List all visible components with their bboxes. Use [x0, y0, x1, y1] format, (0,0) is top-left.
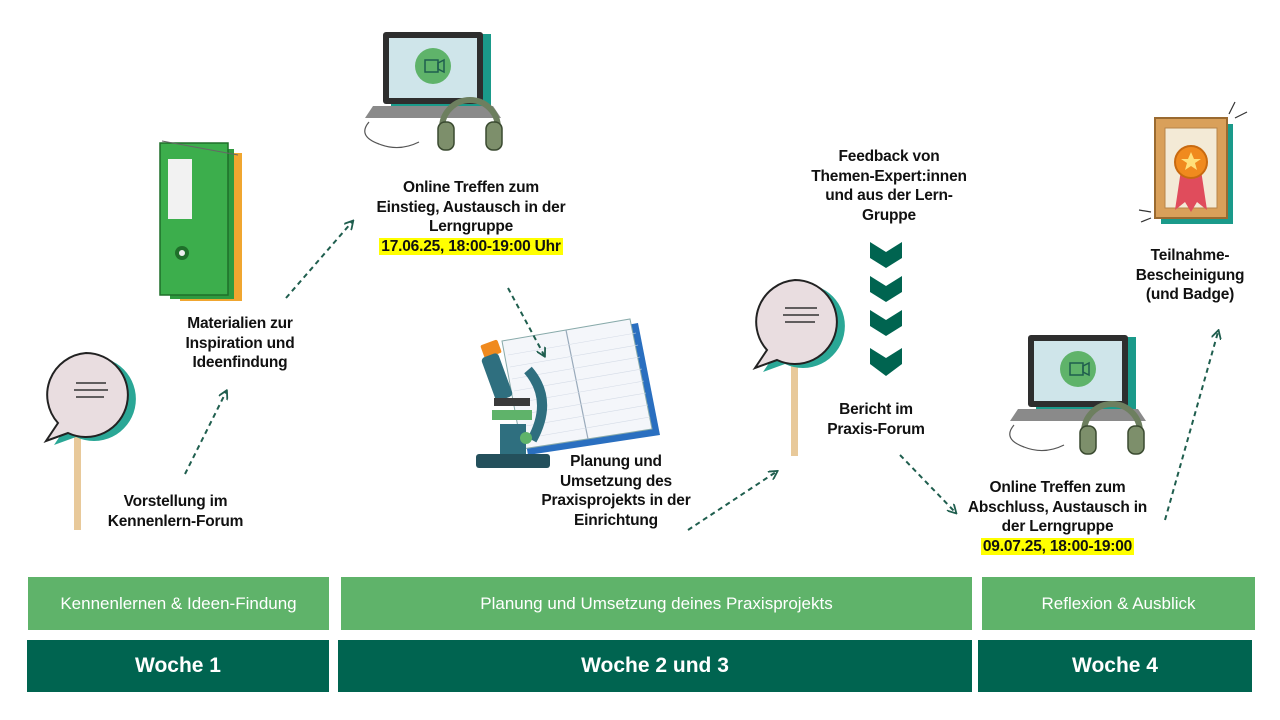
step-feedback: Feedback von Themen-Expert:innen und aus… [811, 148, 967, 224]
phase-reflexion: Reflexion & Ausblick [982, 577, 1255, 630]
step-materialien: Materialien zur Inspiration und Ideenfin… [185, 315, 295, 371]
arrow-2 [285, 222, 352, 299]
chevrons-down-icon [870, 242, 902, 376]
binder-folder-icon [159, 140, 242, 301]
speech-bubble-sign-icon [43, 351, 136, 530]
date-highlight: 09.07.25, 18:00-19:00 [980, 537, 1135, 555]
date-highlight: 17.06.25, 18:00-19:00 Uhr [379, 237, 563, 255]
speech-bubble-sign-icon [752, 278, 845, 456]
step-teilnahme: Teilnahme- Bescheinigung (und Badge) [1135, 247, 1245, 303]
microscope-icon [476, 339, 550, 468]
arrow-3 [507, 287, 544, 355]
arrow-1 [184, 392, 226, 475]
week-2-3: Woche 2 und 3 [338, 640, 972, 692]
step-online-treffen-abschluss: Online Treffen zum Abschluss, Austausch … [967, 479, 1148, 555]
laptop-video-call-icon [1009, 335, 1146, 452]
arrow-5 [899, 454, 955, 512]
week-4: Woche 4 [978, 640, 1252, 692]
phase-planung: Planung und Umsetzung deines Praxisproje… [341, 577, 972, 630]
headphones-icon [437, 97, 503, 151]
phase-kennenlernen: Kennenlernen & Ideen-Findung [28, 577, 329, 630]
headphones-icon [1079, 401, 1145, 455]
laptop-video-call-icon [364, 32, 501, 149]
certificate-frame-icon [1138, 101, 1248, 224]
step-planung: Planung und Umsetzung des Praxisprojekts… [541, 453, 691, 529]
step-bericht: Bericht im Praxis-Forum [827, 401, 925, 438]
arrow-6 [1164, 332, 1218, 521]
step-online-treffen-einstieg: Online Treffen zum Einstieg, Austausch i… [376, 179, 566, 255]
step-vorstellung: Vorstellung im Kennenlern-Forum [107, 493, 244, 530]
week-1: Woche 1 [27, 640, 329, 692]
